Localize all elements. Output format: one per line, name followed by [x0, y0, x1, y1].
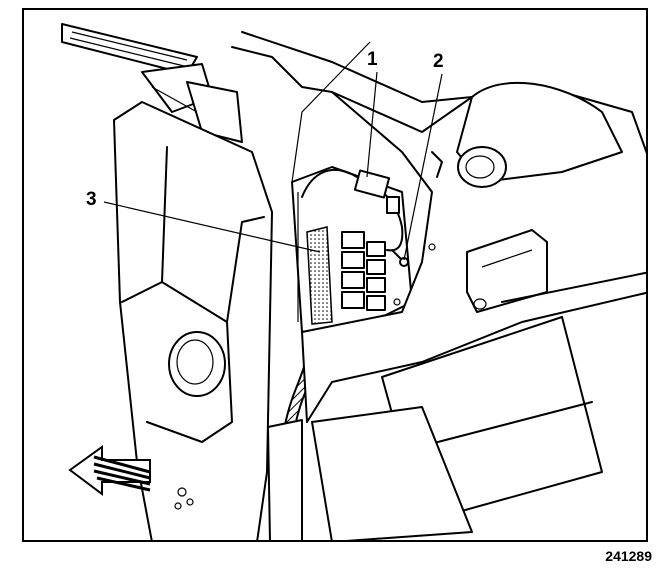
harness-connector: [301, 168, 404, 252]
illustration-frame: [22, 8, 648, 542]
leader-line-3: [103, 201, 321, 253]
glove-box-panel: [311, 271, 646, 540]
leader-lines: [103, 41, 443, 261]
leader-line-2: [403, 73, 443, 261]
left-pillar-panel: [113, 101, 273, 540]
leader-line-long: [291, 41, 371, 183]
leader-line-1: [366, 71, 378, 178]
callout-2: 2: [433, 51, 444, 72]
vehicle-interior-illustration: [61, 23, 646, 540]
figure-id-label: 241289: [605, 548, 652, 564]
forward-direction-arrow-icon: [68, 445, 151, 496]
instrument-panel: [231, 31, 646, 423]
upper-trim-molding: [61, 23, 243, 143]
callout-1: 1: [367, 49, 378, 70]
callout-3: 3: [86, 189, 97, 210]
